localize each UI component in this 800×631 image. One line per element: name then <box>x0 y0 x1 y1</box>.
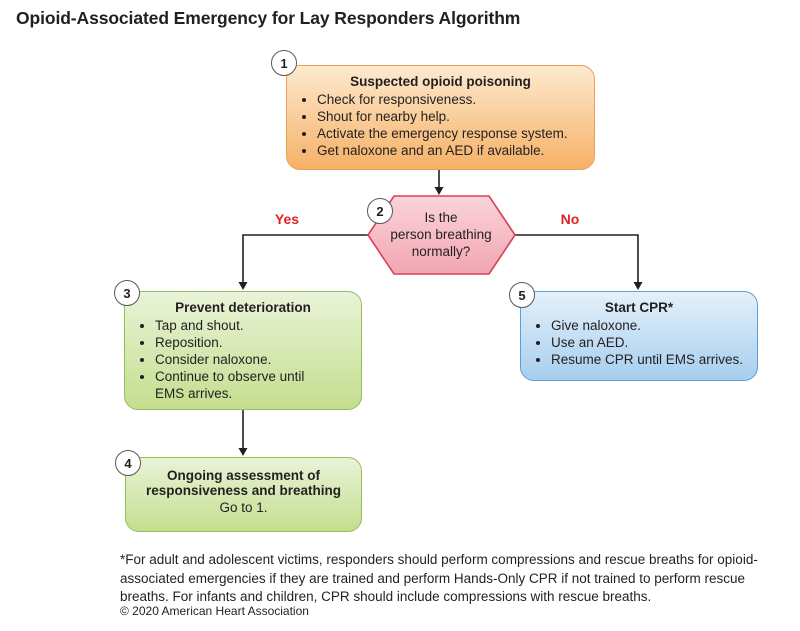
decision-text-line: person breathing <box>390 227 492 242</box>
node-ongoing-assessment: Ongoing assessment of responsiveness and… <box>125 457 362 532</box>
footnote-text: *For adult and adolescent victims, respo… <box>120 552 758 604</box>
bullet-item: Tap and shout. <box>155 317 333 334</box>
decision-hexagon-shape <box>367 195 516 275</box>
node-start-cpr: Start CPR* Give naloxone. Use an AED. Re… <box>520 291 758 381</box>
copyright-text: © 2020 American Heart Association <box>120 604 309 618</box>
node-title: Start CPR* <box>604 300 674 315</box>
arrowhead-1-to-2 <box>434 187 444 195</box>
bullet-item: Get naloxone and an AED if available. <box>317 142 588 159</box>
edge-label-yes: Yes <box>274 211 300 227</box>
step-badge-5: 5 <box>509 282 535 308</box>
bullet-item: Check for responsiveness. <box>317 91 588 108</box>
step-badge-2: 2 <box>367 198 393 224</box>
step-badge-1: 1 <box>271 50 297 76</box>
node-title: Ongoing assessment of responsiveness and… <box>145 468 342 498</box>
arrowheads <box>238 187 643 456</box>
node-bullet-list: Give naloxone. Use an AED. Resume CPR un… <box>521 317 757 368</box>
connector-lines <box>242 170 639 449</box>
decision-text-line: normally? <box>411 244 471 259</box>
goto-text: Go to 1. <box>219 500 268 515</box>
connector-yes <box>242 234 368 283</box>
edge-label-no: No <box>560 211 580 227</box>
bullet-item: Give naloxone. <box>551 317 751 334</box>
bullet-item: Use an AED. <box>551 334 751 351</box>
bullet-item: Activate the emergency response system. <box>317 125 588 142</box>
bullet-item: Reposition. <box>155 334 333 351</box>
arrowhead-no <box>633 282 643 290</box>
step-badge-3: 3 <box>114 280 140 306</box>
arrowhead-3-to-4 <box>238 448 248 456</box>
bullet-item: Resume CPR until EMS arrives. <box>551 351 751 368</box>
connector-no <box>515 234 639 283</box>
node-bullet-list: Check for responsiveness. Shout for near… <box>287 91 594 159</box>
node-prevent-deterioration: Prevent deterioration Tap and shout. Rep… <box>124 291 362 410</box>
node-title: Suspected opioid poisoning <box>350 74 531 89</box>
node-breathing-decision-text: Is the person breathing normally? <box>376 209 506 260</box>
node-suspected-opioid-poisoning: Suspected opioid poisoning Check for res… <box>286 65 595 170</box>
bullet-item: Shout for nearby help. <box>317 108 588 125</box>
arrowhead-yes <box>238 282 248 290</box>
step-badge-4: 4 <box>115 450 141 476</box>
decision-text-line: Is the <box>424 210 458 225</box>
bullet-item: Continue to observe until EMS arrives. <box>155 368 333 402</box>
bullet-item: Consider naloxone. <box>155 351 333 368</box>
node-title: Prevent deterioration <box>175 300 311 315</box>
node-bullet-list: Tap and shout. Reposition. Consider nalo… <box>125 317 361 402</box>
page-title: Opioid-Associated Emergency for Lay Resp… <box>16 8 521 28</box>
